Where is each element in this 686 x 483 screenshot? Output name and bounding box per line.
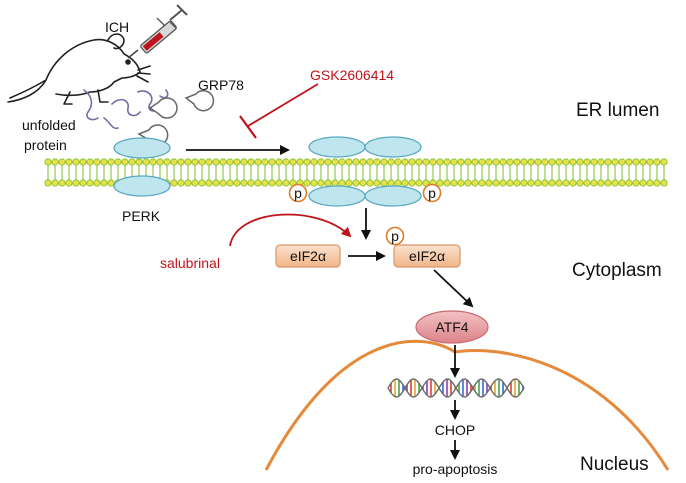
pro-apoptosis-label: pro-apoptosis: [413, 461, 498, 477]
svg-text:ATF4: ATF4: [435, 319, 468, 335]
region-cytoplasm: Cytoplasm: [572, 260, 662, 281]
svg-text:eIF2α: eIF2α: [409, 248, 445, 264]
grp78-icon: [137, 89, 215, 146]
atf4-node: ATF4: [415, 310, 489, 344]
salubrinal-arrow: [229, 213, 352, 247]
perk-label: PERK: [122, 208, 161, 224]
eif2a-box: eIF2α: [275, 244, 341, 268]
gsk2606414-label: GSK2606414: [310, 67, 394, 83]
protein-label: protein: [24, 137, 67, 153]
ich-label: ICH: [105, 19, 129, 35]
phospho-eif2a-box: eIF2α: [393, 244, 461, 268]
er-membrane: [44, 158, 668, 187]
chop-label: CHOP: [435, 422, 475, 438]
svg-text:p: p: [391, 228, 399, 244]
svg-text:p: p: [294, 185, 302, 201]
perk-dimer-lumenal-1: [308, 136, 366, 158]
eif2a-to-atf4-arrow: [433, 269, 474, 308]
region-er-lumen: ER lumen: [576, 100, 659, 121]
perk-cytosolic-domain: [113, 175, 171, 197]
perk-dimer-cytosolic-1: [308, 185, 366, 207]
salubrinal-label: salubrinal: [160, 255, 220, 271]
region-nucleus: Nucleus: [580, 454, 649, 475]
inhibitor-bar: [239, 115, 257, 139]
perk-lumenal-domain: [113, 137, 171, 159]
inhibitor-line: [247, 83, 319, 127]
nuclear-envelope: [264, 339, 670, 471]
phospho-marker: p: [385, 226, 405, 246]
dna-helix-icon: [387, 378, 525, 398]
rat-icon: [7, 33, 151, 105]
phospho-marker: p: [288, 183, 308, 203]
svg-text:p: p: [428, 185, 436, 201]
phospho-marker: p: [422, 183, 442, 203]
perk-dimer: [308, 136, 422, 207]
perk-dimer-cytosolic-2: [364, 185, 422, 207]
unfolded-label: unfolded: [22, 117, 76, 133]
syringe-icon: [127, 4, 188, 59]
svg-text:eIF2α: eIF2α: [290, 248, 326, 264]
perk-dimer-lumenal-2: [364, 136, 422, 158]
grp78-label: GRP78: [198, 77, 244, 93]
